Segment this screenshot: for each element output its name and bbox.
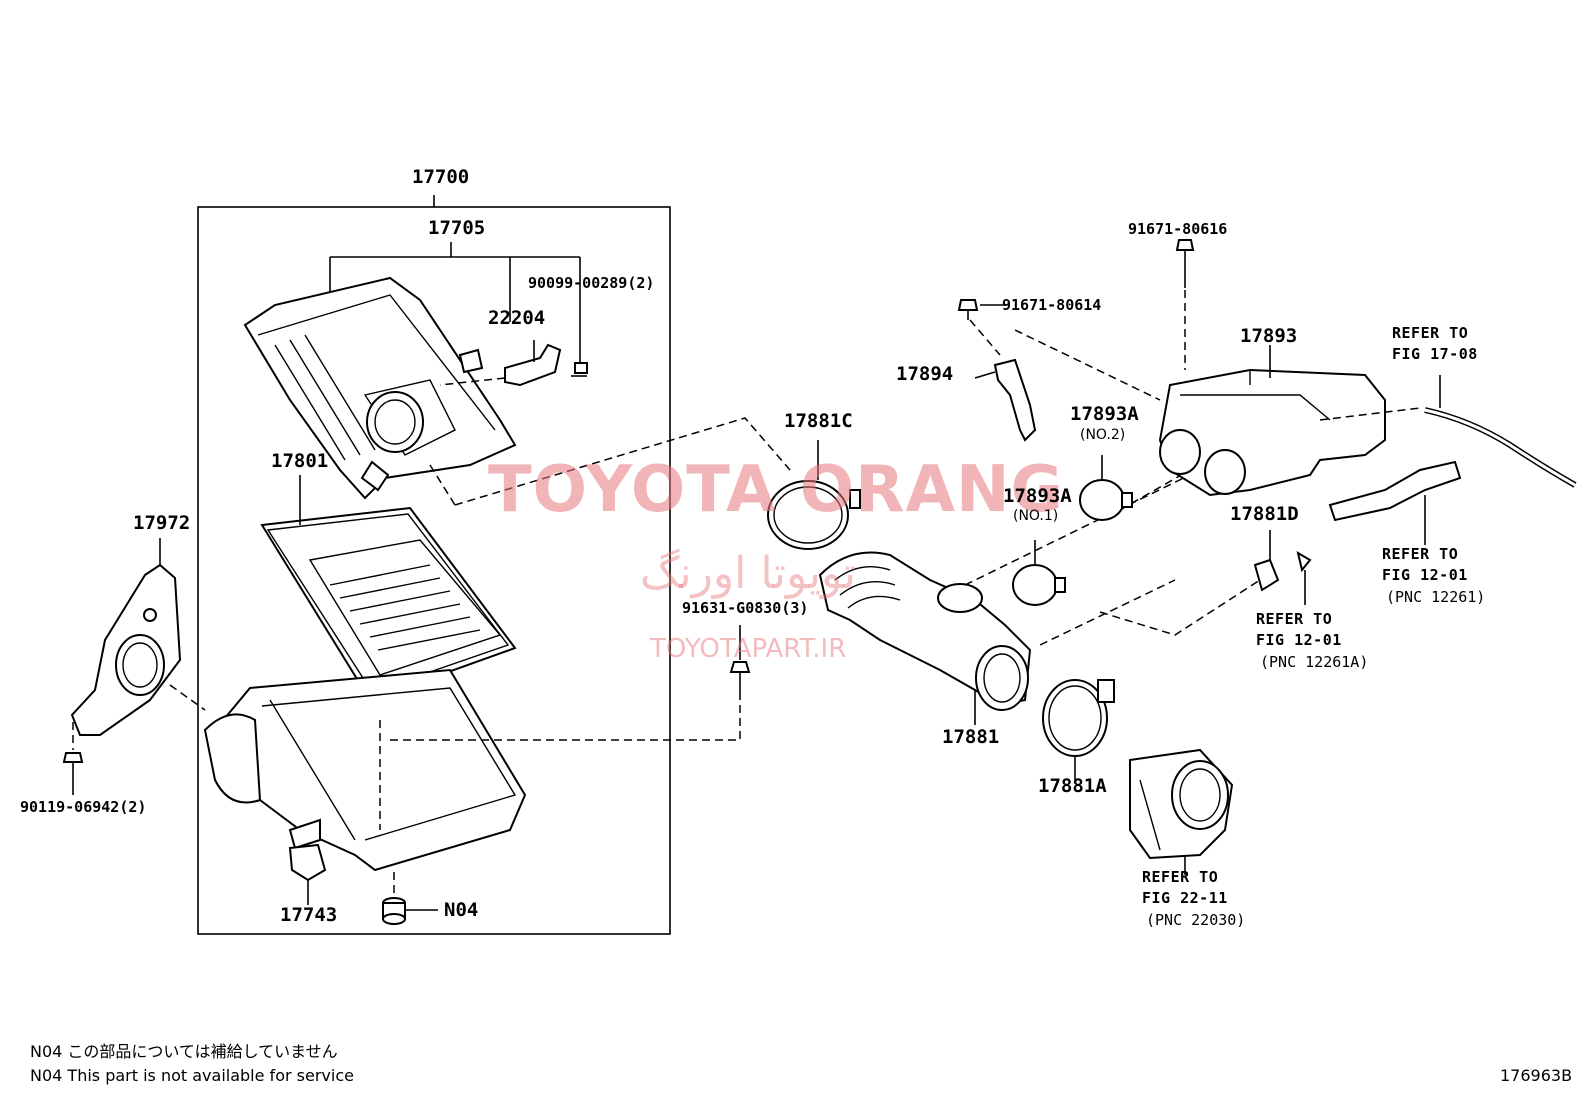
intake-hose-17881: [818, 551, 1032, 711]
hose-to-fig-17-08: [1424, 407, 1577, 488]
label-91631-G0830: 91631-G0830(3): [682, 599, 809, 617]
label-17801: 17801: [271, 450, 329, 472]
label-17893: 17893: [1240, 325, 1298, 347]
label-17893A-no2: 17893A: [1070, 403, 1139, 425]
label-90099-00289: 90099-00289(2): [528, 274, 655, 292]
grommet-N04: [382, 897, 406, 925]
ref-fig-22-11-line1: REFER TO: [1142, 868, 1219, 886]
bolt-91671-80616: [1175, 239, 1195, 288]
bolt-90119: [62, 752, 84, 795]
label-no2: (NO.2): [1080, 427, 1126, 443]
label-no1: (NO.1): [1013, 508, 1059, 524]
bolt-91671-80614: [957, 299, 979, 320]
airflow-sensor-22204: [504, 340, 562, 387]
note-japanese: N04 この部品については補給していません: [30, 1042, 338, 1061]
ref-fig-12-01-b-line1: REFER TO: [1256, 610, 1333, 628]
label-90119-06942: 90119-06942(2): [20, 798, 147, 816]
watermark-url: TOYOTAPART.IR: [650, 634, 847, 664]
label-17743: 17743: [280, 904, 338, 926]
label-17972: 17972: [133, 512, 191, 534]
screw-90099: [571, 362, 588, 377]
resonator-17893: [1158, 368, 1386, 497]
ref-fig-12-01-b-line2: FIG 12-01: [1256, 631, 1342, 649]
note-english: N04 This part is not available for servi…: [30, 1066, 354, 1085]
ref-fig-12-01-a-line2: FIG 12-01: [1382, 566, 1468, 584]
lower-case: [203, 668, 527, 872]
label-N04: N04: [444, 899, 479, 921]
label-17894: 17894: [896, 363, 954, 385]
label-17893A-no1: 17893A: [1003, 485, 1072, 507]
bracket-17894: [993, 358, 1037, 442]
label-17881A: 17881A: [1038, 775, 1107, 797]
clamp-17881A: [1042, 679, 1115, 757]
bolt-91631: [729, 661, 751, 700]
part-17743: [288, 843, 327, 882]
ref-fig-22-11-line2: FIG 22-11: [1142, 889, 1228, 907]
label-17881: 17881: [942, 726, 1000, 748]
upper-case-17705: [243, 276, 517, 500]
sensor-17881D: [1253, 550, 1312, 592]
ref-fig-12-01-a-line1: REFER TO: [1382, 545, 1459, 563]
label-91671-80616: 91671-80616: [1128, 220, 1228, 238]
throttle-body: [1129, 748, 1234, 860]
watermark-main: TOYOTA ORANG: [488, 453, 1065, 527]
watermark-persian: تویوتا اورنگ: [640, 548, 856, 599]
clamp-17893A-no1: [1012, 564, 1066, 606]
bracket-17972: [70, 563, 182, 736]
hose-to-fig-12-01: [1328, 460, 1462, 522]
ref-fig-12-01-a-line3: (PNC 12261): [1386, 588, 1486, 606]
label-91671-80614: 91671-80614: [1002, 296, 1102, 314]
clamp-17893A-no2: [1079, 479, 1133, 521]
label-17705: 17705: [428, 217, 486, 239]
label-17881D: 17881D: [1230, 503, 1299, 525]
label-17881C: 17881C: [784, 410, 853, 432]
label-22204: 22204: [488, 307, 546, 329]
clamp-17881C: [767, 480, 861, 550]
figure-code: 176963B: [1500, 1066, 1573, 1085]
ref-fig-17-08-line2: FIG 17-08: [1392, 345, 1478, 363]
filter-element-17801: [260, 506, 517, 702]
ref-fig-12-01-b-line3: (PNC 12261A): [1260, 653, 1369, 671]
ref-fig-22-11-line3: (PNC 22030): [1146, 911, 1246, 929]
ref-fig-17-08-line1: REFER TO: [1392, 324, 1469, 342]
label-17700: 17700: [412, 166, 470, 188]
